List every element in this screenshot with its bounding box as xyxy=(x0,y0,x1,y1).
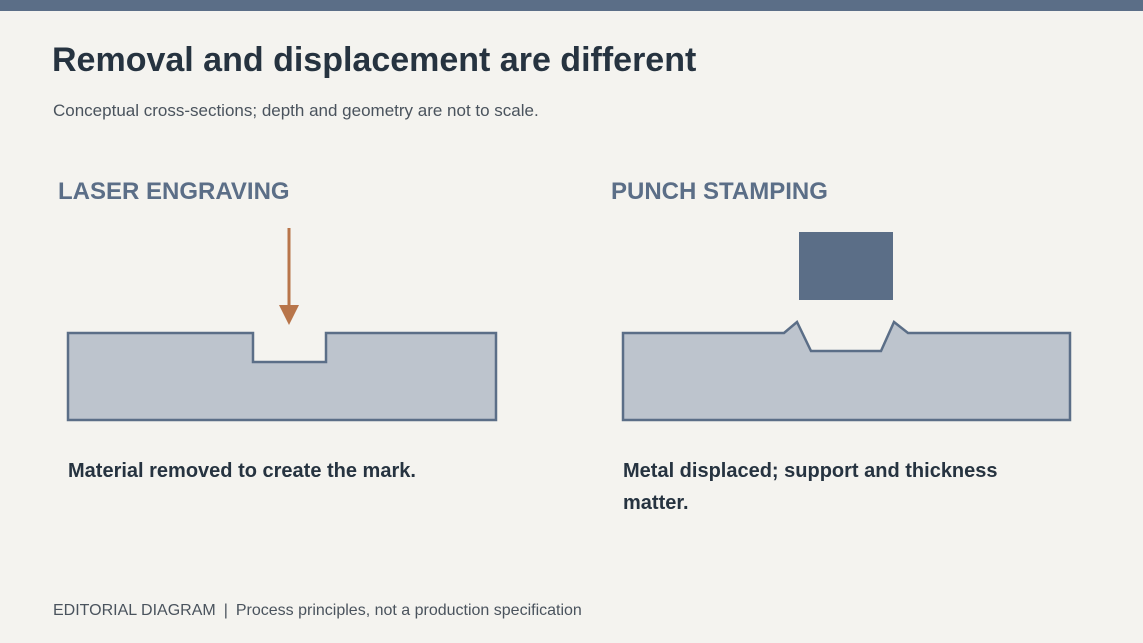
page-title: Removal and displacement are different xyxy=(52,41,697,79)
footer-label: EDITORIAL DIAGRAM xyxy=(53,602,216,619)
laser-engraving-heading: LASER ENGRAVING xyxy=(58,178,290,205)
laser-engraving-diagram xyxy=(66,228,498,422)
footer-text: Process principles, not a production spe… xyxy=(235,602,582,619)
top-accent-bar xyxy=(0,0,1143,11)
laser-material-block xyxy=(66,331,498,422)
page-subtitle: Conceptual cross-sections; depth and geo… xyxy=(53,101,539,120)
laser-beam-arrow-head xyxy=(279,305,299,325)
stamped-material-block xyxy=(621,320,1072,422)
footer-separator: | xyxy=(223,602,228,619)
punch-stamping-diagram xyxy=(621,232,1072,422)
punch-stamping-heading: PUNCH STAMPING xyxy=(611,178,828,205)
punch-tool-block xyxy=(799,232,893,300)
laser-engraving-caption: Material removed to create the mark. xyxy=(68,460,416,482)
footer-note: EDITORIAL DIAGRAM | Process principles, no… xyxy=(53,602,582,620)
punch-stamping-caption: Metal displaced; support and thickness m… xyxy=(623,460,998,514)
process-diagram xyxy=(66,228,1072,422)
